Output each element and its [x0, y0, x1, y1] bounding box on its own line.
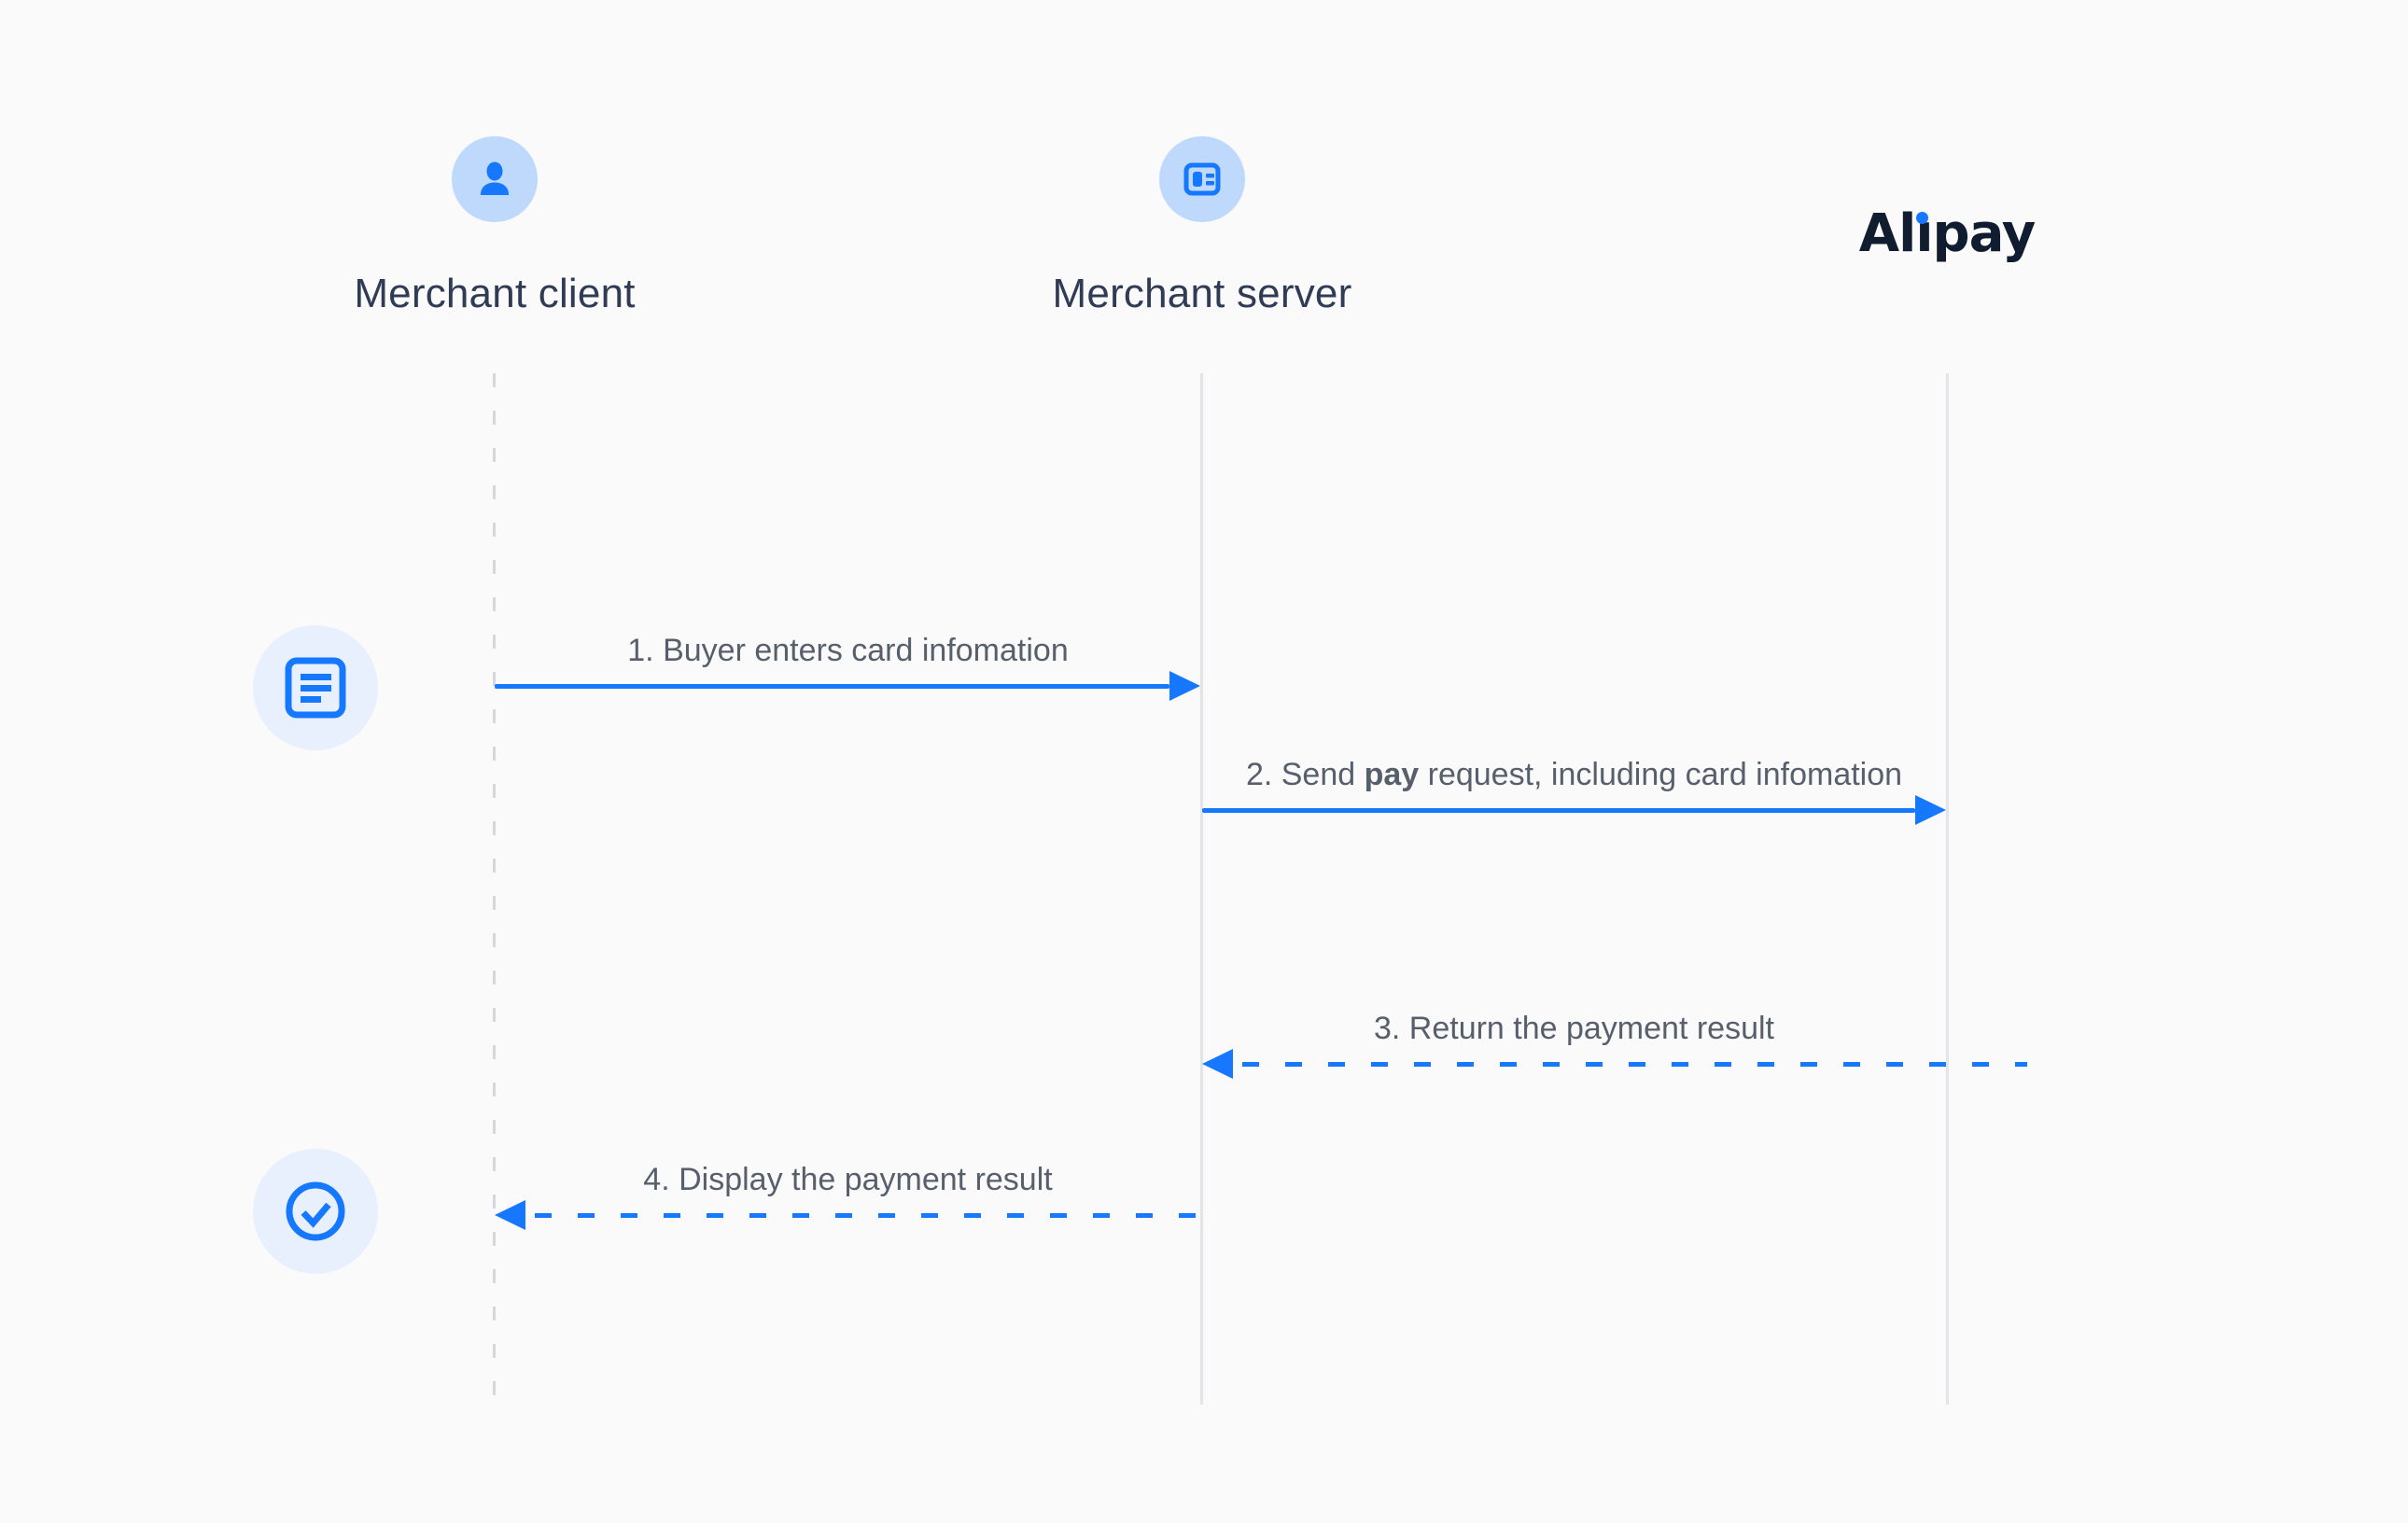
- alipay-logo-i-dot: [1916, 212, 1929, 224]
- form-lines-icon: [285, 657, 346, 719]
- message-4-line: [535, 1213, 1201, 1218]
- message-2-text-suffix: request, including card infomation: [1419, 757, 1903, 792]
- message-1-line: [495, 684, 1169, 689]
- message-4-arrowhead-icon: [495, 1200, 525, 1230]
- message-2-line: [1202, 808, 1915, 813]
- message-1-arrowhead-icon: [1169, 671, 1200, 701]
- message-3-line: [1242, 1062, 2027, 1067]
- message-3-label: 3. Return the payment result: [1373, 1011, 1774, 1046]
- merchant-client-label: Merchant client: [354, 271, 636, 316]
- id-card-icon: [1183, 162, 1221, 196]
- message-3-arrowhead-icon: [1202, 1049, 1233, 1079]
- step-1-badge: [253, 625, 378, 750]
- alipay-logo-i: ı: [1915, 203, 1933, 264]
- merchant-server-lifeline: [1200, 373, 1203, 1404]
- message-2-label: 2. Send pay request, including card info…: [1202, 756, 1946, 793]
- alipay-logo-suffix: pay: [1932, 203, 2037, 264]
- merchant-client-lifeline: [493, 373, 496, 1404]
- merchant-client-avatar: [452, 136, 538, 222]
- alipay-logo-prefix: Al: [1858, 203, 1917, 264]
- check-circle-icon: [286, 1181, 345, 1241]
- user-icon: [481, 161, 509, 195]
- merchant-server-avatar: [1159, 136, 1245, 222]
- message-1-label: 1. Buyer enters card infomation: [627, 633, 1069, 668]
- merchant-server-label: Merchant server: [1052, 271, 1352, 316]
- message-2-text: 2. Send: [1245, 757, 1365, 792]
- message-4-label: 4. Display the payment result: [643, 1162, 1053, 1197]
- message-2-arrowhead-icon: [1915, 795, 1946, 825]
- alipay-lifeline: [1946, 373, 1949, 1404]
- step-4-badge: [253, 1149, 378, 1274]
- message-2-bold-word: pay: [1364, 757, 1420, 792]
